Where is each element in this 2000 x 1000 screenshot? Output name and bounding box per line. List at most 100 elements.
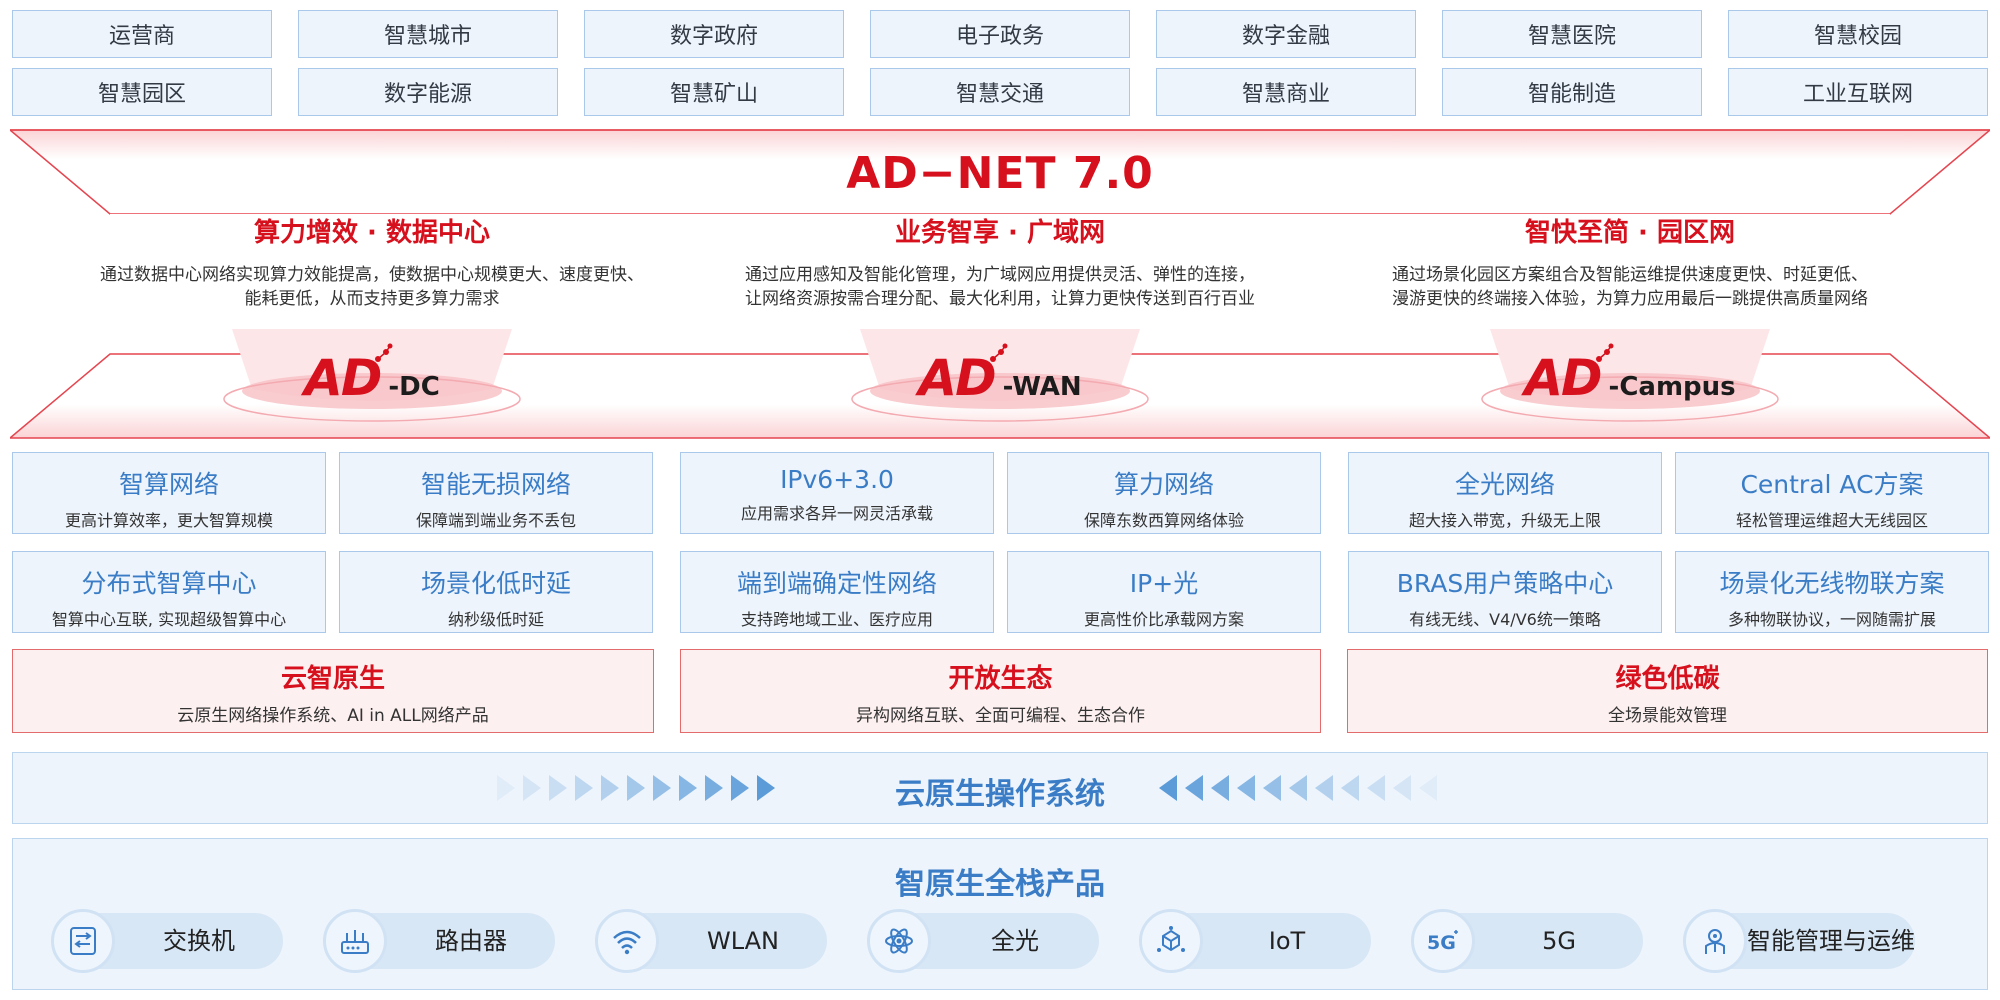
feature-subtitle: 纳秒级低时延: [447, 610, 544, 629]
feature-card[interactable]: 智能无损网络 保障端到端业务不丢包: [339, 452, 653, 534]
product-label: 路由器: [435, 927, 507, 955]
feature-card[interactable]: 算力网络 保障东数西算网络体验: [1007, 452, 1321, 534]
switch-icon: [51, 909, 115, 973]
industry-row-1: 运营商 智慧城市 数字政府 电子政务 数字金融 智慧医院 智慧校园: [12, 10, 1988, 58]
product-optical[interactable]: 全光: [867, 909, 1099, 973]
industry-tag[interactable]: 数字金融: [1156, 10, 1416, 58]
adnet-banner: AD−NET 7.0 算力增效 · 数据中心 通过数据中心网络实现算力效能提高，…: [10, 128, 1990, 440]
product-iot[interactable]: IoT: [1139, 909, 1371, 973]
industry-tag[interactable]: 智能制造: [1442, 68, 1702, 116]
industry-row-2: 智慧园区 数字能源 智慧矿山 智慧交通 智慧商业 智能制造 工业互联网: [12, 68, 1988, 116]
products-title: 智原生全栈产品: [895, 867, 1105, 902]
industry-tag[interactable]: 智慧医院: [1442, 10, 1702, 58]
feature-card[interactable]: 场景化低时延 纳秒级低时延: [339, 551, 653, 633]
industry-tag[interactable]: 运营商: [12, 10, 272, 58]
brand-ad-mark: AD: [918, 343, 1008, 407]
industry-tag[interactable]: 智慧园区: [12, 68, 272, 116]
product-label: 全光: [991, 927, 1039, 955]
industry-tag[interactable]: 智慧矿山: [584, 68, 844, 116]
feature-title: Central AC方案: [1740, 470, 1924, 499]
pillar-title: 智快至简 · 园区网: [1525, 218, 1735, 248]
pedestal-graphic: [851, 329, 1149, 422]
product-label: 智能管理与运维: [1747, 927, 1915, 955]
feature-title: 端到端确定性网络: [736, 569, 937, 598]
value-card-open-ecosystem[interactable]: 开放生态 异构网络互联、全面可编程、生态合作: [680, 649, 1321, 733]
feature-card[interactable]: 端到端确定性网络 支持跨地域工业、医疗应用: [680, 551, 994, 633]
pillar-desc-line-2: 漫游更快的终端接入体验，为算力应用最后一跳提供高质量网络: [1392, 289, 1868, 309]
pillar-desc-line-1: 通过数据中心网络实现算力效能提高，使数据中心规模更大、速度更快、: [100, 265, 644, 285]
product-wlan[interactable]: WLAN: [595, 909, 827, 973]
feature-subtitle: 有线无线、V4/V6统一策略: [1409, 610, 1601, 629]
brand-ad-mark: AD: [304, 343, 393, 407]
feature-subtitle: 轻松管理运维超大无线园区: [1735, 511, 1928, 530]
value-card-green[interactable]: 绿色低碳 全场景能效管理: [1347, 649, 1988, 733]
feature-card[interactable]: 智算网络 更高计算效率，更大智算规模: [12, 452, 326, 534]
optical-atom-icon: [867, 909, 931, 973]
feature-title: IP+光: [1129, 569, 1199, 598]
feature-title: 场景化无线物联方案: [1719, 569, 1945, 598]
brand-ad-mark: AD: [1524, 343, 1614, 407]
feature-title: 场景化低时延: [420, 569, 571, 598]
brand-logo-campus: AD-Campus: [1480, 329, 1780, 425]
brand-logo-wan: AD-WAN: [850, 329, 1150, 425]
industry-tag[interactable]: 数字能源: [298, 68, 558, 116]
iot-icon: [1139, 909, 1203, 973]
5g-icon: 5G: [1411, 909, 1475, 973]
feature-subtitle: 支持跨地域工业、医疗应用: [740, 610, 933, 629]
product-switch[interactable]: 交换机: [51, 909, 283, 973]
feature-card[interactable]: Central AC方案 轻松管理运维超大无线园区: [1675, 452, 1989, 534]
industry-tag[interactable]: 智慧交通: [870, 68, 1130, 116]
product-5g[interactable]: 5G 5G: [1411, 909, 1643, 973]
brand-logo-dc: AD-DC: [222, 329, 522, 425]
pillar-desc-line-1: 通过应用感知及智能化管理，为广域网应用提供灵活、弹性的连接，: [745, 265, 1255, 285]
feature-subtitle: 多种物联协议，一网随需扩展: [1727, 610, 1936, 629]
router-icon: [323, 909, 387, 973]
brand-dots-decoration: [375, 343, 393, 362]
pillar-dc: 算力增效 · 数据中心 通过数据中心网络实现算力效能提高，使数据中心规模更大、速…: [72, 212, 672, 425]
feature-card[interactable]: 场景化无线物联方案 多种物联协议，一网随需扩展: [1675, 551, 1989, 633]
value-subtitle: 云原生网络操作系统、AI in ALL网络产品: [177, 706, 489, 726]
feature-card[interactable]: IPv6+3.0 应用需求各异一网灵活承载: [680, 452, 994, 534]
feature-title: IPv6+3.0: [780, 465, 894, 494]
product-label: 5G: [1542, 927, 1576, 955]
full-stack-products-panel: 智原生全栈产品 交换机 路由器 WLAN 全光 IoT 5G 5G: [12, 838, 1988, 990]
feature-title: 全光网络: [1454, 470, 1555, 499]
feature-title: 智算网络: [118, 470, 219, 499]
pedestal-graphic: [223, 329, 521, 422]
right-arrows-decoration: [497, 775, 775, 801]
pillar-desc-line-2: 能耗更低，从而支持更多算力需求: [244, 289, 500, 309]
os-title: 云原生操作系统: [895, 777, 1105, 812]
product-router[interactable]: 路由器: [323, 909, 555, 973]
industry-tag[interactable]: 智慧城市: [298, 10, 558, 58]
feature-card[interactable]: IP+光 更高性价比承载网方案: [1007, 551, 1321, 633]
pillar-title: 算力增效 · 数据中心: [254, 218, 490, 248]
industry-tag[interactable]: 数字政府: [584, 10, 844, 58]
feature-title: 算力网络: [1113, 470, 1214, 499]
feature-subtitle: 超大接入带宽，升级无上限: [1408, 511, 1601, 530]
pedestal-graphic: [1481, 329, 1779, 422]
industry-tag[interactable]: 智慧校园: [1728, 10, 1988, 58]
brand-dots-decoration: [1595, 343, 1614, 362]
wifi-icon: [595, 909, 659, 973]
feature-card[interactable]: 全光网络 超大接入带宽，升级无上限: [1348, 452, 1662, 534]
feature-subtitle: 保障东数西算网络体验: [1083, 511, 1244, 530]
ops-management-icon: [1683, 909, 1747, 973]
value-title: 绿色低碳: [1615, 664, 1720, 694]
value-card-cloud-native[interactable]: 云智原生 云原生网络操作系统、AI in ALL网络产品: [12, 649, 654, 733]
feature-card[interactable]: 分布式智算中心 智算中心互联, 实现超级智算中心: [12, 551, 326, 633]
svg-text:5G: 5G: [1427, 932, 1456, 954]
product-ops-management[interactable]: 智能管理与运维: [1683, 909, 1915, 973]
industry-tag[interactable]: 电子政务: [870, 10, 1130, 58]
value-title: 开放生态: [948, 664, 1053, 694]
pillar-desc-line-1: 通过场景化园区方案组合及智能运维提供速度更快、时延更低、: [1392, 265, 1868, 285]
feature-title: BRAS用户策略中心: [1396, 569, 1614, 598]
industry-tag[interactable]: 工业互联网: [1728, 68, 1988, 116]
industry-tag[interactable]: 智慧商业: [1156, 68, 1416, 116]
product-label: 交换机: [163, 927, 235, 955]
product-label: WLAN: [706, 927, 780, 955]
brand-suffix: -DC: [388, 372, 440, 402]
feature-card[interactable]: BRAS用户策略中心 有线无线、V4/V6统一策略: [1348, 551, 1662, 633]
brand-dots-decoration: [989, 343, 1008, 362]
feature-subtitle: 更高性价比承载网方案: [1083, 610, 1244, 629]
value-subtitle: 异构网络互联、全面可编程、生态合作: [856, 706, 1145, 726]
